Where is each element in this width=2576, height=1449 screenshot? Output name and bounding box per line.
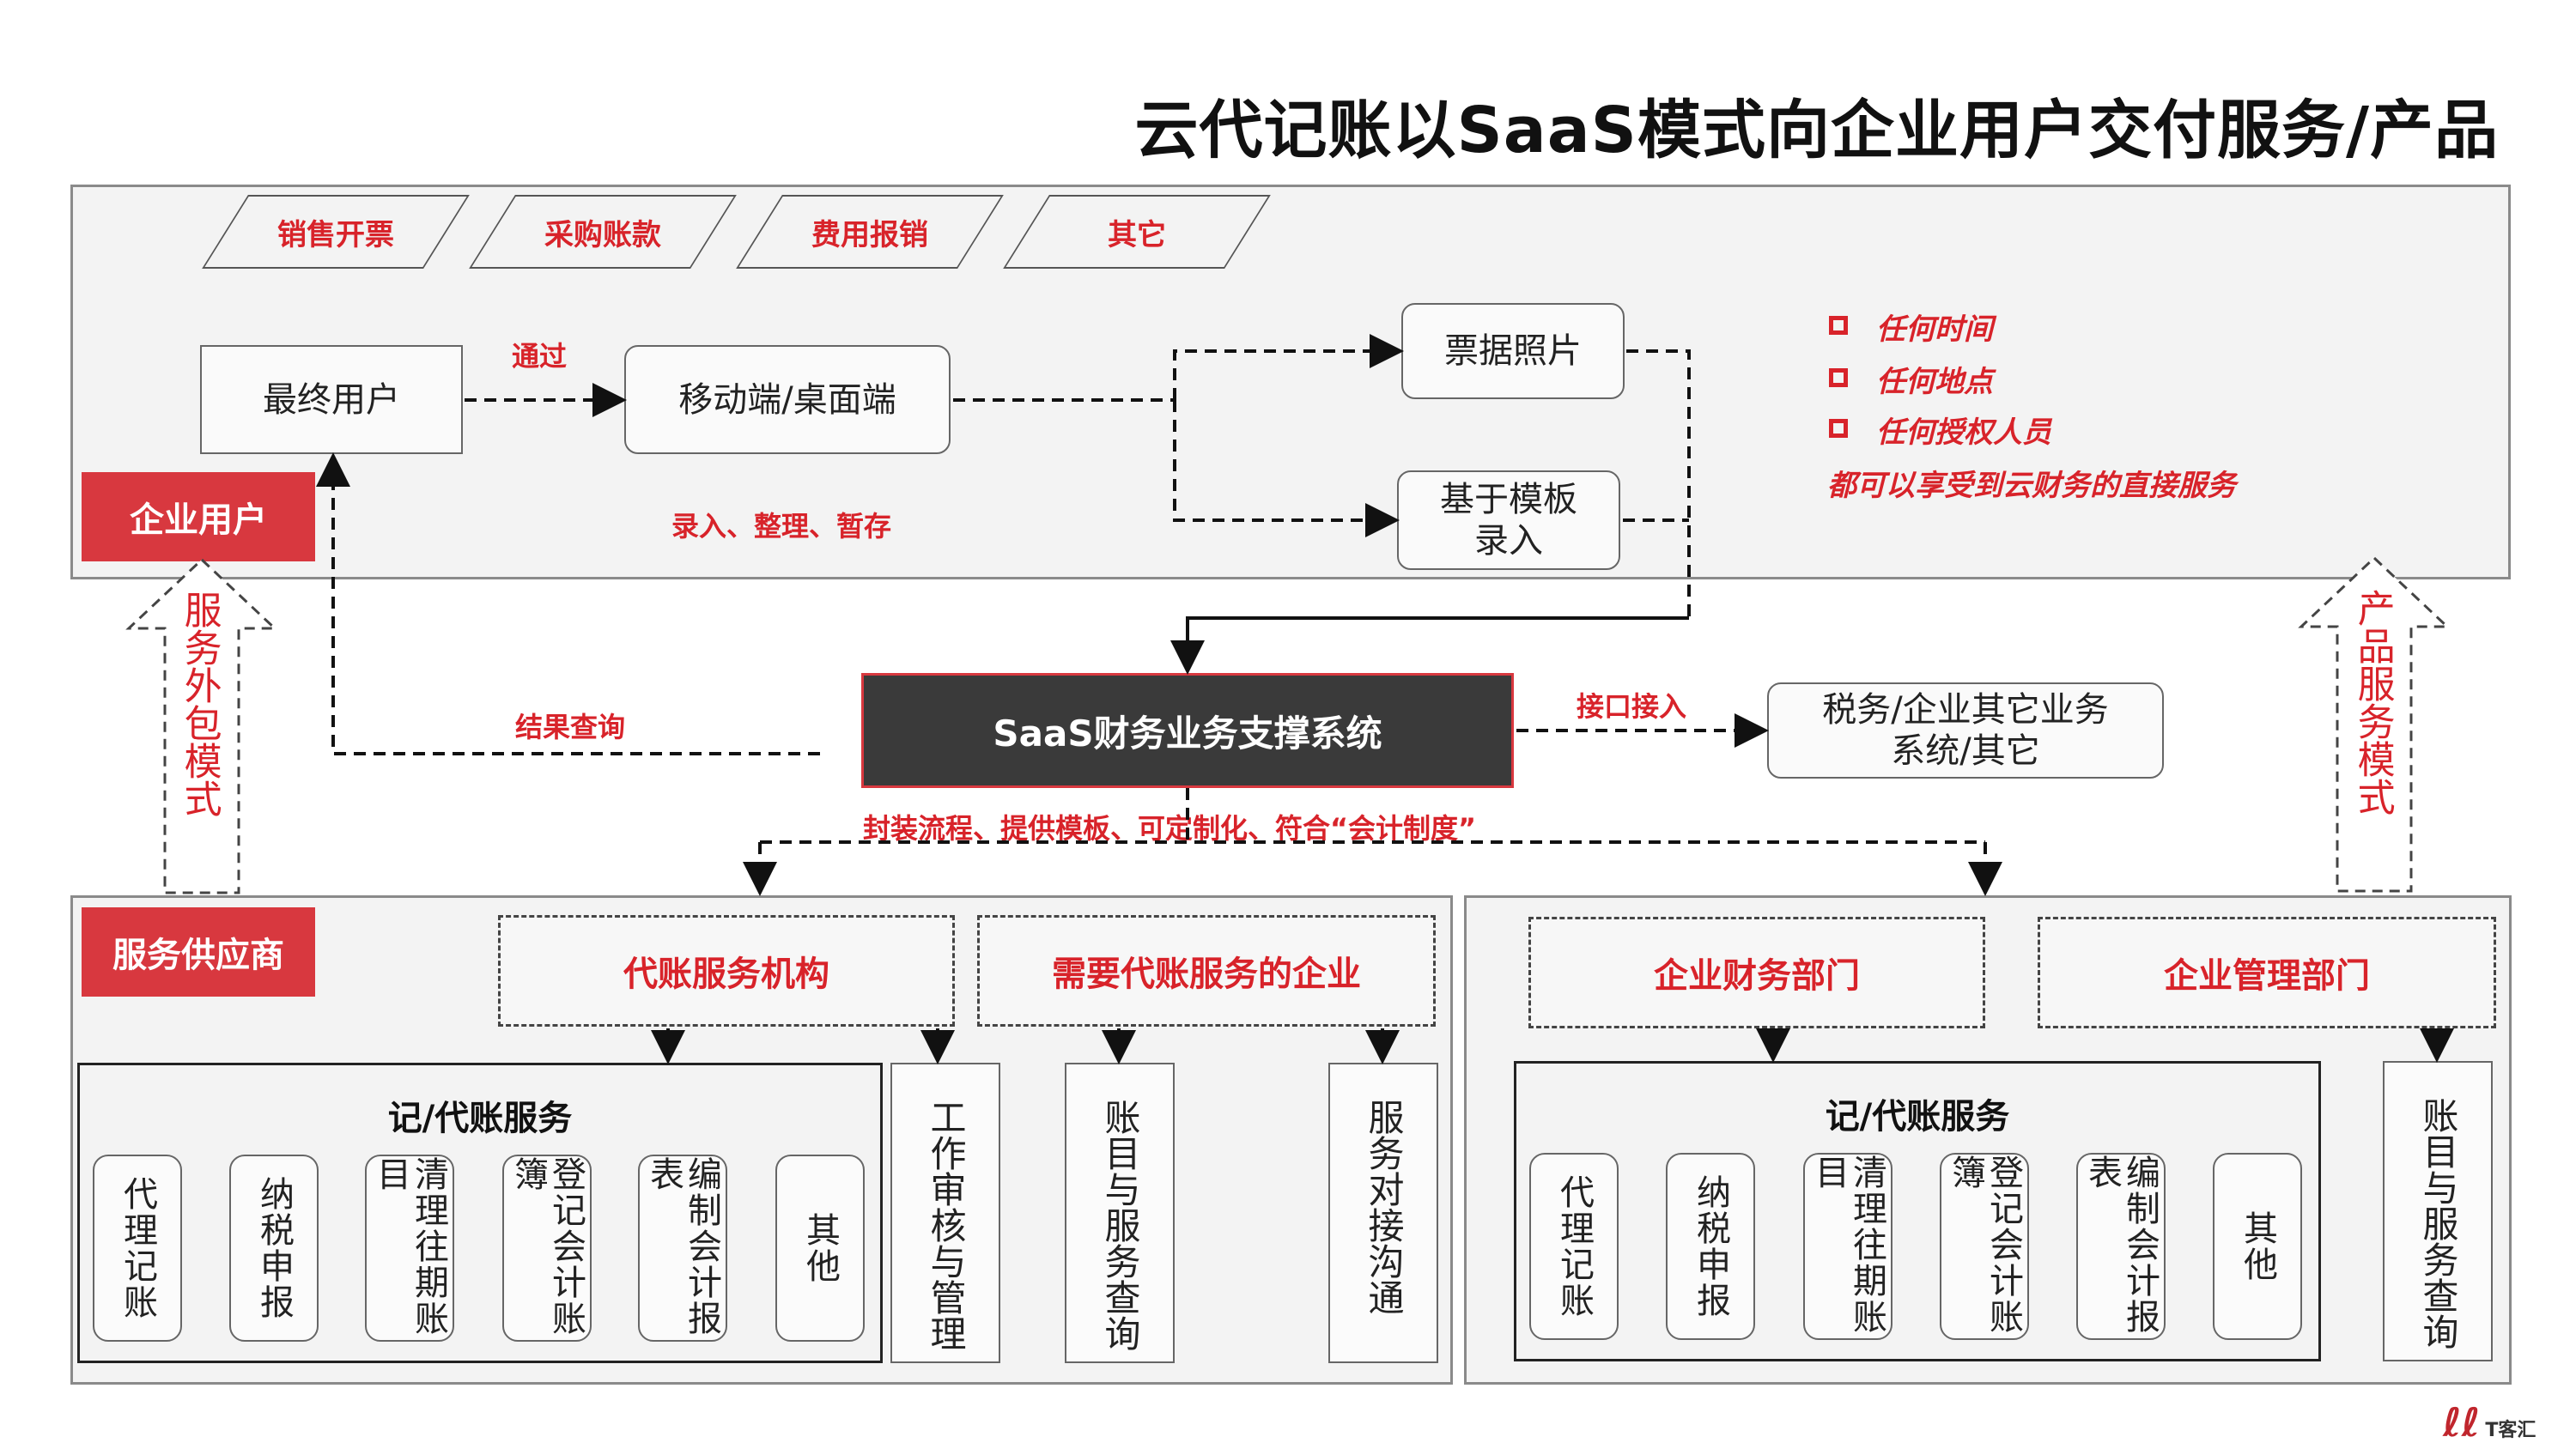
bullet-icon [1829,368,1848,387]
client-note: 录入、整理、暂存 [671,510,892,543]
finance-dept-box: 企业财务部门 [1528,917,1985,1028]
result-query-label: 结果查询 [515,711,626,743]
bullet-anytime: 任何时间 [1876,312,1993,347]
page-title: 云代记账以SaaS模式向企业用户交付服务/产品 [1134,94,2499,167]
saas-core-system: SaaS财务业务支撑系统 [861,673,1514,788]
bullet-anywhere: 任何地点 [1876,365,1993,399]
query-column-right: 账目与服务查询 [2383,1061,2493,1361]
encapsulate-label: 封装流程、提供模板、可定制化、符合“会计制度” [863,812,1477,845]
template-node: 基于模板录入 [1397,470,1620,570]
external-system-node: 税务/企业其它业务系统/其它 [1767,682,2164,779]
service-card: 登记会计账簿 [1940,1153,2029,1340]
service-card: 清理往期账目 [1803,1153,1893,1340]
enterprise-user-label: 企业用户 [82,472,315,561]
service-card: 代理记账 [1529,1153,1619,1340]
outsourcing-arrow [125,558,278,894]
photo-node: 票据照片 [1401,303,1625,399]
tab-expense[interactable]: 费用报销 [811,217,928,252]
service-card: 纳税申报 [1666,1153,1755,1340]
tab-other[interactable]: 其它 [1108,217,1166,252]
audit-column: 工作审核与管理 [890,1063,1000,1363]
bullet-anyone: 任何授权人员 [1876,415,2051,450]
bookkeeping-group-title-right: 记/代账服务 [1825,1097,2010,1137]
bullet-icon [1829,316,1848,335]
bookkeeping-group-title: 记/代账服务 [387,1099,573,1138]
management-dept-box: 企业管理部门 [2038,917,2496,1028]
via-label: 通过 [512,340,568,373]
tab-purchase[interactable]: 采购账款 [544,217,661,252]
client-org-box: 需要代账服务的企业 [977,915,1436,1027]
service-card: 其他 [775,1155,865,1342]
service-card: 清理往期账目 [365,1155,454,1342]
bullet-icon [1829,419,1848,438]
service-card: 编制会计报表 [638,1155,727,1342]
communication-column: 服务对接沟通 [1328,1063,1438,1363]
tab-sales-invoice[interactable]: 销售开票 [277,217,394,252]
api-label: 接口接入 [1577,690,1687,723]
brand-logo-text: T客汇 [2485,1420,2537,1441]
product-mode-text: 产品服务模式 [2350,589,2395,815]
service-card: 代理记账 [93,1155,182,1342]
end-user-node: 最终用户 [200,345,463,454]
service-provider-label: 服务供应商 [82,907,315,997]
bookkeeping-group-left [77,1063,883,1363]
service-card: 编制会计报表 [2076,1153,2166,1340]
query-column-left: 账目与服务查询 [1065,1063,1175,1363]
bullet-summary: 都可以享受到云财务的直接服务 [1827,469,2236,503]
bookkeeping-group-right [1514,1061,2321,1361]
agency-org-box: 代账服务机构 [498,915,955,1027]
product-arrow [2298,556,2451,893]
service-card: 登记会计账簿 [502,1155,592,1342]
outsourcing-mode-text: 服务外包模式 [177,591,222,817]
client-node: 移动端/桌面端 [624,345,951,454]
service-card: 其他 [2213,1153,2302,1340]
service-card: 纳税申报 [229,1155,319,1342]
